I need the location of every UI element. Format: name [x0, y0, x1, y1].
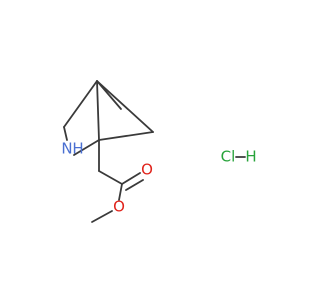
hcl-hydrogen-label: H — [245, 148, 256, 166]
nitrogen-label: N — [61, 140, 72, 158]
bond-bridgehead-to-top — [96, 80, 100, 141]
bond-carbonyl-c-to-o-2 — [125, 179, 144, 191]
atom-label-group: N H O O Cl H — [61, 140, 256, 216]
bond-n-to-bridgehead — [73, 139, 100, 156]
bond-back-ch2-to-n — [63, 126, 68, 141]
bond-ch2-to-carbonyl-c — [98, 170, 123, 185]
bond-group — [63, 80, 246, 223]
chlorine-label: Cl — [221, 148, 236, 166]
nitrogen-hydrogen-label: H — [72, 140, 83, 158]
bond-carbonyl-c-to-o — [121, 172, 141, 185]
ester-oxygen-label: O — [113, 198, 125, 216]
structure-canvas: N H O O Cl H — [61, 80, 257, 223]
bond-top-to-left-ch2 — [96, 80, 154, 133]
bond-carbonyl-c-to-ester — [118, 183, 123, 201]
bond-top-to-back-ch2 — [63, 80, 98, 128]
carbonyl-oxygen-label: O — [141, 161, 153, 179]
bond-ester-o-to-methyl — [91, 210, 113, 223]
bond-bridgehead-to-left — [98, 131, 154, 141]
molecule-diagram: N H O O Cl H — [61, 80, 257, 223]
